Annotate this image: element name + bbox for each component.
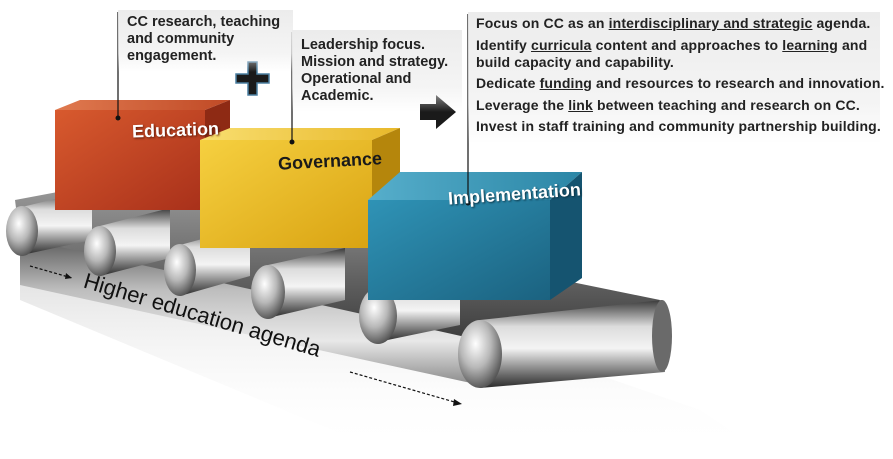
governance-callout: Leadership focus. Mission and strategy. … bbox=[301, 37, 448, 105]
governance-callout-bg bbox=[292, 30, 462, 112]
agenda-item: Focus on CC as an interdisciplinary and … bbox=[476, 15, 871, 31]
callout-line: engagement. bbox=[127, 48, 217, 64]
direction-arrowhead bbox=[65, 273, 72, 279]
agenda-item: Identify curricula content and approache… bbox=[476, 36, 868, 53]
callout-line: and community bbox=[127, 31, 235, 47]
direction-arrow bbox=[349, 371, 459, 404]
governance-leader-dot bbox=[289, 139, 295, 145]
agenda-item: build capacity and capability. bbox=[476, 53, 674, 70]
roller bbox=[458, 300, 672, 388]
agenda-item: Dedicate funding and resources to resear… bbox=[476, 75, 885, 92]
education-label: Education bbox=[131, 118, 220, 142]
roller bbox=[251, 248, 345, 319]
education-callout-bg bbox=[118, 10, 293, 72]
direction-arrowhead bbox=[453, 399, 462, 406]
callout-line: Academic. bbox=[301, 88, 374, 104]
agenda-item: Leverage the link between teaching and r… bbox=[476, 96, 860, 113]
education-callout: CC research, teaching and community enga… bbox=[127, 14, 280, 65]
callout-line: CC research, teaching bbox=[127, 14, 281, 30]
callout-line: Operational and bbox=[301, 71, 412, 87]
implementation-box bbox=[368, 172, 582, 300]
callout-line: Leadership focus. bbox=[301, 37, 426, 53]
direction-arrow bbox=[29, 265, 73, 279]
plus-icon bbox=[235, 61, 270, 96]
agenda-callout-bg bbox=[468, 12, 880, 144]
education-leader-dot bbox=[115, 115, 121, 121]
implementation-agenda-list: Focus on CC as an interdisciplinary and … bbox=[476, 15, 885, 140]
agenda-item: Invest in staff training and community p… bbox=[476, 118, 881, 135]
callout-line: Mission and strategy. bbox=[301, 54, 449, 70]
implementation-leader-dot bbox=[465, 200, 471, 206]
roller bbox=[84, 208, 170, 276]
right-arrow-icon bbox=[420, 95, 456, 129]
